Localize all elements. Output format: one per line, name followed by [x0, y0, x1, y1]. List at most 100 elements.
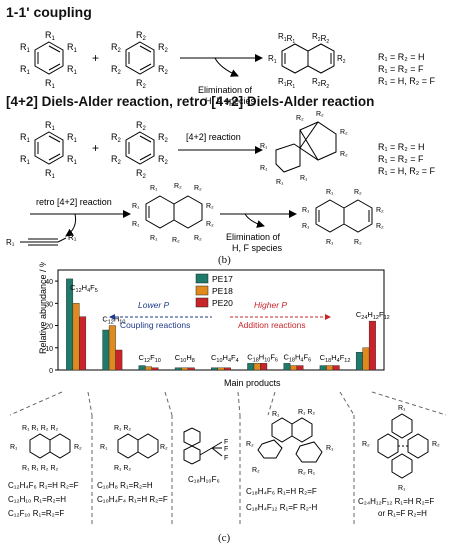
benzene-r2-b [125, 131, 155, 165]
bar-PE17-0 [66, 278, 74, 371]
svg-text:R₂: R₂ [252, 467, 260, 474]
bar-PE20-1 [115, 349, 123, 371]
condition-b-2: R₁ = R₂ = F [378, 154, 424, 164]
arrow2-label: retro [4+2] reaction [36, 197, 112, 207]
elimination-arrow-a [214, 57, 239, 77]
svg-text:R₂: R₂ [432, 441, 440, 448]
svg-text:R1: R1 [45, 78, 56, 90]
annotation-higher: Higher P [254, 300, 287, 310]
svg-text:R1: R1 [67, 42, 78, 54]
svg-text:R₂: R₂ [362, 441, 370, 448]
biphenyl-labels: R1R1 R2R2 R1 R2 R1R1 R2R2 [268, 32, 346, 90]
elimination-b-2: H, F species [232, 243, 283, 253]
plus-sign-b: + [92, 141, 99, 155]
svg-text:R₂: R₂ [74, 444, 82, 451]
bar-PE20-5 [260, 363, 268, 371]
svg-text:R1: R1 [45, 30, 56, 42]
bar-PE20-0 [79, 316, 87, 371]
legend-label-PE17: PE17 [212, 274, 233, 284]
benzene-r2-labels: R2 R2 R2 R2 R2 R2 [111, 30, 169, 90]
box3-line1: C₁₈H₁₀F₆ [188, 475, 220, 484]
svg-text:R₁: R₁ [302, 207, 310, 214]
benzene-r1-labels: R1 R1 R1 R1 R1 R1 [20, 30, 78, 90]
svg-text:R2: R2 [111, 42, 122, 54]
svg-text:R2: R2 [111, 132, 122, 144]
elimination-b-1: Elimination of [226, 232, 281, 242]
svg-text:R₁ R₂: R₁ R₂ [114, 465, 131, 472]
elimination-a-2: H, F species [205, 96, 256, 106]
svg-text:R₁: R₁ [326, 189, 334, 196]
dihydronaphthalene [145, 195, 203, 229]
bar-PE18-8 [362, 347, 370, 371]
x-axis-label: Main products [224, 378, 281, 388]
section-b-title: [4+2] Diels-Alder reaction, retro [4+2] … [6, 94, 375, 109]
box3-f-labels: FFF [224, 439, 228, 462]
svg-text:R₁ R₁ R₂ R₂: R₁ R₁ R₂ R₂ [22, 425, 58, 432]
svg-text:R1: R1 [45, 120, 56, 132]
alkyne-arrow [65, 213, 77, 237]
caption-c: (c) [218, 532, 231, 544]
svg-text:R₂: R₂ [246, 441, 254, 448]
svg-text:R₁: R₁ [398, 405, 406, 412]
benzene-r1-b [34, 131, 64, 165]
alkyne-label-2: R₁ [68, 233, 77, 242]
bar-PE17-8 [355, 352, 363, 371]
condition-a-2: R₁ = R₂ = F [378, 64, 424, 74]
svg-text:R₂: R₂ [340, 151, 348, 158]
bar-PE20-6 [296, 365, 304, 371]
bar-PE20-3 [187, 367, 195, 371]
box2-line1: C₁₀H₈ R₁=R₂=H [97, 481, 153, 490]
svg-text:R1: R1 [45, 168, 56, 180]
alkyne [20, 237, 67, 246]
svg-text:R₂: R₂ [296, 115, 304, 122]
condition-a-3: R₁ = H, R₂ = F [378, 76, 436, 86]
box1-line3: C₁₂F₁₀ R₁=R₂=F [8, 509, 64, 518]
svg-text:F: F [224, 446, 228, 453]
svg-text:R₁: R₁ [276, 179, 284, 186]
bar-PE20-2 [151, 367, 159, 371]
svg-text:R1: R1 [268, 54, 277, 65]
category-label-4: C10H4F4 [211, 353, 239, 364]
svg-text:R₂: R₂ [160, 444, 168, 451]
alkyne-label: R₁ [6, 238, 15, 247]
bar-PE18-4 [217, 367, 225, 371]
naphthalene-product [315, 199, 373, 233]
structure-box1 [29, 433, 71, 459]
box5-texts: C₂₄H₁₂F₁₂ R₁=H R₂=F or R₁=F R₂=H [358, 497, 434, 518]
structure-box4 [257, 417, 323, 463]
svg-text:R₁: R₁ [326, 239, 334, 246]
svg-text:R₁: R₁ [132, 221, 140, 228]
category-label-8: C24H12F12 [356, 310, 390, 321]
bar-PE17-5 [247, 363, 255, 371]
svg-text:R₂: R₂ [376, 207, 384, 214]
legend-swatch-PE20 [195, 297, 209, 308]
arrow1-label: [4+2] reaction [186, 132, 241, 142]
svg-text:R₁: R₁ [100, 444, 108, 451]
svg-text:R₂: R₂ [354, 239, 362, 246]
bar-PE18-1 [108, 325, 116, 371]
condition-a-1: R₁ = R₂ = H [378, 52, 425, 62]
structure-box2 [117, 433, 159, 459]
svg-text:R₂: R₂ [194, 235, 202, 242]
svg-text:R2R2: R2R2 [312, 77, 329, 90]
box5-line1: C₂₄H₁₂F₁₂ R₁=H R₂=F [358, 497, 434, 506]
svg-text:R2: R2 [136, 30, 147, 42]
bar-PE17-2 [138, 365, 146, 371]
svg-text:R₁: R₁ [272, 411, 280, 418]
box1-line1: C₁₂H₄F₆ R₁=H R₂=F [8, 481, 79, 490]
y-tick-label: 40 [45, 279, 53, 286]
conditions-a: R₁ = R₂ = H R₁ = R₂ = F R₁ = H, R₂ = F [378, 52, 436, 86]
box5-line2: or R₁=F R₂=H [378, 509, 427, 518]
annotation-addition: Addition reactions [238, 320, 306, 330]
bar-PE20-4 [224, 367, 231, 371]
bar-PE18-0 [72, 303, 80, 371]
svg-text:R₁: R₁ [132, 203, 140, 210]
condition-b-3: R₁ = H, R₂ = F [378, 166, 436, 176]
legend-swatch-PE17 [195, 273, 209, 284]
